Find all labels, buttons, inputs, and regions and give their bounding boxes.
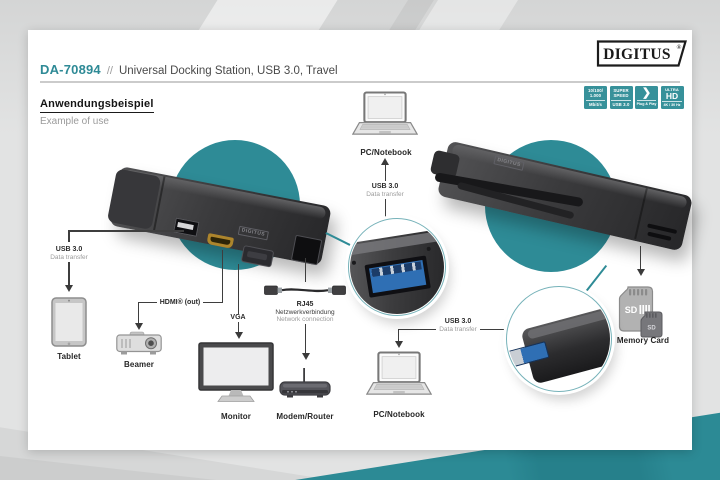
monitor-icon (198, 342, 274, 402)
microsd-card-icon: SD (640, 311, 663, 338)
arrow-down-icon (134, 323, 143, 330)
dock-closeup-body (350, 226, 444, 314)
badge-line: Mbit/s (585, 99, 606, 107)
bubble-leader-line-right (583, 264, 607, 295)
connector-line (68, 262, 70, 286)
usb-tablet-title: USB 3.0 (55, 246, 83, 253)
connector-line (68, 230, 184, 232)
badge-plug-and-play: ❯ Plug & Play (635, 86, 658, 109)
connector-line (639, 246, 641, 270)
pc-top-label: PC/Notebook (360, 148, 412, 157)
product-code: DA-70894 (40, 62, 101, 77)
connector-line (384, 165, 386, 181)
usb-port-tongue (177, 222, 194, 230)
usb-bottom-subtitle: Data transfer (420, 325, 496, 333)
laptop-icon (352, 90, 418, 142)
vga-title: VGA (218, 314, 258, 321)
badge-line: Plug & Play (636, 100, 657, 107)
dock-closeup-topface (350, 230, 444, 258)
tablet-icon (51, 297, 87, 347)
bubble-clip (508, 288, 610, 390)
connector-line (237, 322, 239, 333)
badge-line: 1.000 (589, 93, 602, 99)
digitus-logo-text: DIGITUS (603, 46, 671, 63)
connector-line (137, 301, 139, 325)
rj45-title: RJ45 (296, 301, 314, 308)
beamer-label: Beamer (124, 360, 154, 369)
hdmi-port-slot (210, 236, 231, 245)
arrow-down-icon (394, 341, 403, 348)
header-rule (40, 81, 680, 83)
connector-line (304, 324, 306, 354)
dock-brand-emboss: DIGITUS (237, 225, 269, 241)
usb-tablet-subtitle: Data transfer (50, 253, 88, 261)
usb3-port-pins (371, 261, 422, 278)
title-separator: // (106, 65, 113, 77)
rj45-port (290, 234, 323, 266)
connector-line (221, 250, 223, 302)
badge-line: 4K / 30 Hz (662, 101, 682, 108)
dock-end-cap (106, 168, 162, 231)
usb-top-subtitle: Data transfer (366, 190, 404, 198)
badge-line: HD (665, 91, 679, 102)
badge-line: SUPER (613, 87, 629, 93)
sd-card-text: SD (625, 305, 638, 315)
dock-closeup-topface (526, 306, 610, 340)
heading-german: Anwendungsbeispiel (40, 98, 154, 113)
screw-dot (426, 246, 432, 252)
usb-top-title: USB 3.0 (371, 183, 399, 190)
memory-card-label: Memory Card (616, 336, 670, 345)
arrow-down-icon (301, 353, 310, 360)
usb-plug-closeup-bubble (506, 286, 612, 392)
section-heading: Anwendungsbeispiel Example of use (40, 94, 154, 127)
rj45-subtitle-en: Network connection (276, 315, 334, 323)
screw-dot (351, 260, 357, 266)
arrow-down-icon (636, 269, 645, 276)
arrow-up-icon (381, 158, 389, 165)
usb-a-port (173, 217, 200, 237)
hdmi-title-text: HDMI® (out) (156, 298, 204, 306)
product-title-row: DA-70894 // Universal Docking Station, U… (40, 62, 338, 77)
usb-port-closeup-bubble (348, 218, 446, 316)
badge-ethernet-speed: 10/100/ 1.000 Mbit/s (584, 86, 607, 109)
connector-line (237, 264, 239, 314)
product-sheet-card: DIGITUS ® DA-70894 // Universal Docking … (28, 30, 694, 450)
arrow-down-icon (65, 285, 73, 292)
heading-english: Example of use (40, 116, 109, 127)
connector-line (304, 258, 306, 282)
bubble-clip (350, 220, 444, 314)
microsd-card-text: SD (647, 326, 656, 332)
modem-router-icon (279, 368, 331, 398)
pc-bottom-label: PC/Notebook (373, 410, 425, 419)
beamer-icon (116, 331, 162, 355)
badge-line: SPEED (613, 93, 629, 99)
monitor-label: Monitor (220, 412, 252, 421)
modem-label: Modem/Router (276, 412, 334, 421)
badge-line: USB 3.0 (611, 99, 631, 107)
chevron-right-icon: ❯ (641, 87, 652, 100)
badge-ultra-hd: ULTRA HD 4K / 30 Hz (660, 86, 684, 109)
ethernet-cable-icon (264, 285, 346, 295)
badge-line: 10/100/ (587, 87, 604, 93)
vga-title-text: VGA (227, 314, 249, 321)
digitus-logo: DIGITUS ® (596, 40, 687, 67)
connector-line (68, 230, 70, 242)
connector-line (384, 199, 386, 220)
vga-port-inner (246, 250, 268, 261)
microsd-card-slot (647, 231, 672, 241)
badge-line: ULTRA (665, 87, 679, 93)
product-title: Universal Docking Station, USB 3.0, Trav… (118, 65, 338, 77)
feature-badges: 10/100/ 1.000 Mbit/s SUPER SPEED USB 3.0… (584, 86, 684, 109)
registered-mark: ® (677, 44, 682, 51)
laptop-icon (366, 350, 432, 402)
connector-line (397, 328, 399, 343)
badge-superspeed-usb: SUPER SPEED USB 3.0 (609, 86, 633, 109)
usb-bottom-subtitle-text: Data transfer (436, 325, 480, 333)
tablet-label: Tablet (57, 352, 81, 361)
arrow-down-icon (234, 332, 243, 339)
hdmi-title: HDMI® (out) (146, 298, 214, 306)
usb3-port-closeup (364, 255, 431, 298)
usb-bottom-title: USB 3.0 (444, 318, 472, 325)
rj45-subtitle-de: Netzwerkverbindung (275, 308, 335, 316)
